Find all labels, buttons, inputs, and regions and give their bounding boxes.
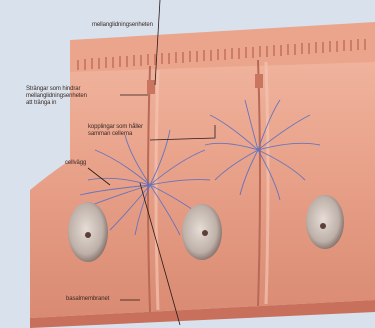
nucleolus (202, 230, 208, 236)
label-cell-membrane: cellvägg (65, 160, 86, 167)
junction-block (147, 80, 155, 94)
label-holding-strings: Strängar som hindrar mellanglidningsenhe… (26, 86, 87, 107)
label-cell-junctions: kopplingar som håller samman cellerna (88, 124, 143, 138)
label-microvilli: mellanglidningsenheten (92, 22, 153, 29)
cell-nucleus (182, 204, 222, 260)
cell-nucleus (306, 195, 344, 249)
junction-block (255, 74, 263, 88)
epithelial-tissue (30, 40, 375, 318)
nucleolus (85, 232, 91, 238)
nucleolus (320, 223, 326, 229)
label-basement-membrane: basalmembranet (66, 296, 109, 303)
